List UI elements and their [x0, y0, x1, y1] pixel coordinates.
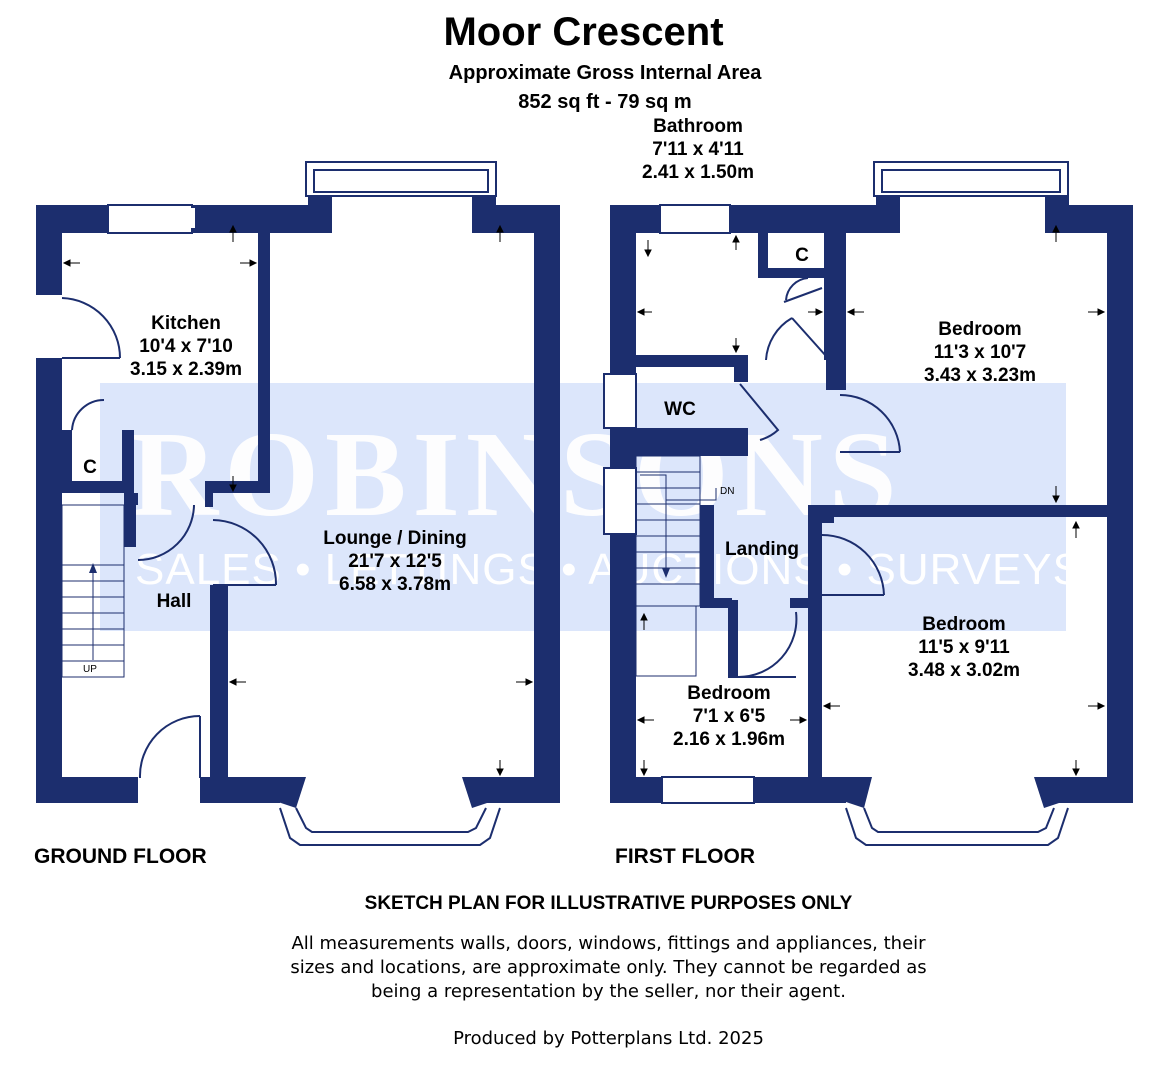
area-label: Approximate Gross Internal Area: [448, 62, 762, 84]
room-bathroom: Bathroom 7'11 x 4'11 2.41 x 1.50m: [608, 115, 788, 184]
watermark-brand: ROBINSONS: [130, 407, 903, 542]
disclaimer-line-2: sizes and locations, are approximate onl…: [290, 957, 927, 978]
lounge-imperial: 21'7 x 12'5: [348, 551, 442, 572]
cupboard-first-name: C: [795, 245, 809, 266]
room-kitchen: Kitchen 10'4 x 7'10 3.15 x 2.39m: [100, 312, 272, 381]
bedroom3-name: Bedroom: [687, 683, 771, 704]
kitchen-imperial: 10'4 x 7'10: [139, 336, 233, 357]
wc-name: WC: [664, 399, 696, 420]
bathroom-imperial: 7'11 x 4'11: [652, 139, 744, 160]
bathroom-metric: 2.41 x 1.50m: [642, 162, 754, 183]
ground-stairs: [61, 504, 125, 678]
first-doors: [737, 277, 901, 679]
room-bedroom-3: Bedroom 7'1 x 6'5 2.16 x 1.96m: [644, 682, 814, 751]
disclaimer-title: SKETCH PLAN FOR ILLUSTRATIVE PURPOSES ON…: [364, 893, 853, 914]
ground-windows: [107, 161, 497, 234]
bedroom3-metric: 2.16 x 1.96m: [673, 729, 785, 750]
disclaimer-line-1: All measurements walls, doors, windows, …: [291, 933, 926, 954]
disclaimer-body: All measurements walls, doors, windows, …: [0, 932, 1167, 1004]
first-floor-label: FIRST FLOOR: [615, 845, 755, 868]
disclaimer-line-3: being a representation by the seller, no…: [371, 981, 846, 1002]
cupboard-ground-name: C: [83, 457, 97, 478]
room-cupboard-ground: C: [70, 456, 110, 479]
room-landing: Landing: [712, 538, 812, 561]
room-wc: WC: [650, 398, 710, 421]
first-stairs: [635, 455, 717, 677]
bedroom1-imperial: 11'3 x 10'7: [933, 342, 1027, 363]
stair-down-label: DN: [720, 486, 735, 497]
bedroom2-imperial: 11'5 x 9'11: [918, 637, 1010, 658]
dimension-arrows: [62, 224, 1106, 777]
stair-up-label: UP: [83, 664, 97, 675]
room-hall: Hall: [148, 590, 200, 613]
room-bedroom-2: Bedroom 11'5 x 9'11 3.48 x 3.02m: [864, 613, 1064, 682]
room-cupboard-first: C: [782, 244, 822, 267]
room-bedroom-1: Bedroom 11'3 x 10'7 3.43 x 3.23m: [880, 318, 1080, 387]
produced-by: Produced by Potterplans Ltd. 2025: [453, 1028, 764, 1049]
room-lounge: Lounge / Dining 21'7 x 12'5 6.58 x 3.78m: [290, 527, 500, 596]
bedroom2-name: Bedroom: [922, 614, 1006, 635]
ground-floor-walls: [36, 195, 560, 808]
bedroom1-metric: 3.43 x 3.23m: [924, 365, 1036, 386]
ground-floor-label: GROUND FLOOR: [34, 845, 207, 868]
kitchen-metric: 3.15 x 2.39m: [130, 359, 242, 380]
area-value: 852 sq ft - 79 sq m: [518, 91, 692, 113]
bedroom3-imperial: 7'1 x 6'5: [692, 706, 766, 727]
lounge-name: Lounge / Dining: [323, 528, 467, 549]
lounge-metric: 6.58 x 3.78m: [339, 574, 451, 595]
page-title: Moor Crescent: [443, 10, 724, 54]
bedroom2-metric: 3.48 x 3.02m: [908, 660, 1020, 681]
landing-name: Landing: [725, 539, 799, 560]
bedroom1-name: Bedroom: [938, 319, 1022, 340]
watermark-tagline: SALES • LETTINGS • AUCTIONS • SURVEYS: [135, 545, 1083, 594]
bathroom-name: Bathroom: [653, 116, 743, 137]
kitchen-name: Kitchen: [151, 313, 221, 334]
first-windows: [603, 161, 1069, 804]
hall-name: Hall: [156, 591, 192, 612]
ground-doors: [61, 297, 278, 779]
